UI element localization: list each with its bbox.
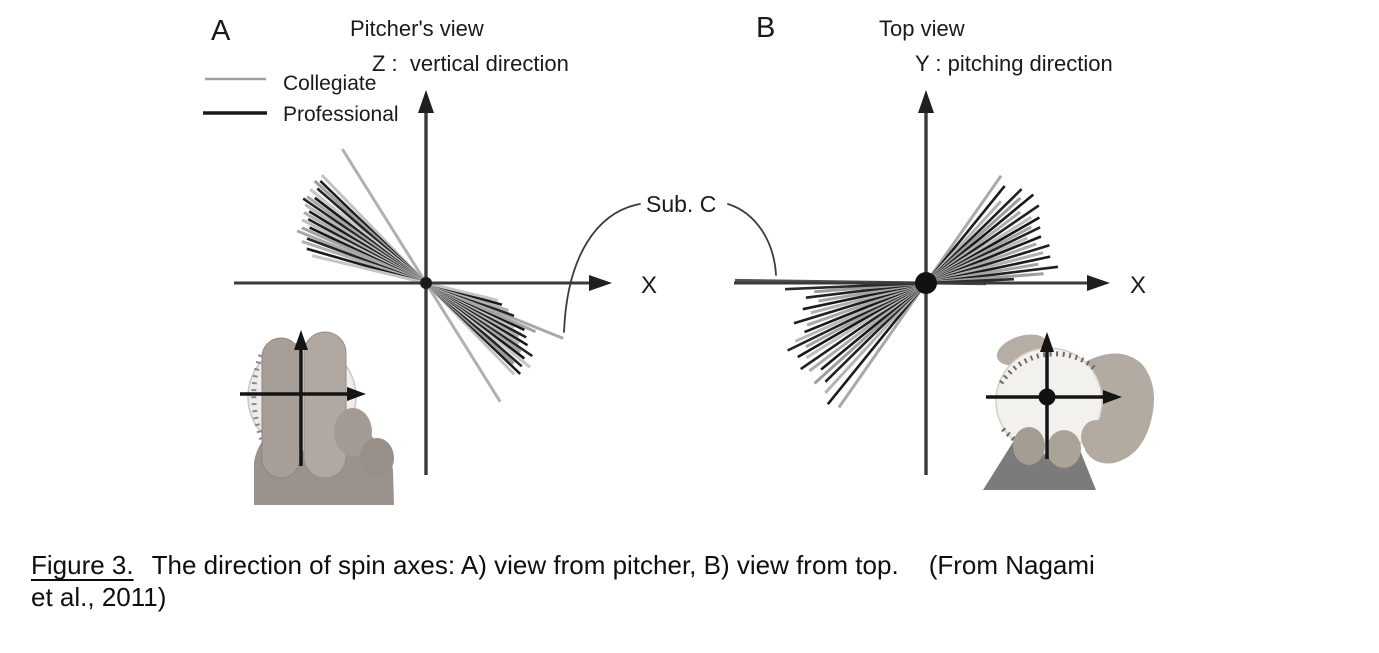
panel-b-label: B [756,12,775,44]
subc-leader-right [727,203,777,276]
ball-center-dot [1038,388,1056,406]
z-axis-arrow-icon [418,90,434,113]
fingertip-1 [1013,427,1045,465]
legend: Collegiate Professional [203,72,399,126]
panel-b-title: Top view [879,16,965,41]
caption-line-2: et al., 2011) [31,581,1366,613]
caption-source-line1: (From Nagami [928,550,1095,580]
figure-number-label: Figure 3. [31,550,134,580]
middle-finger [303,331,347,479]
legend-label-professional: Professional [283,103,399,126]
x-axis-arrow-icon [589,275,612,291]
fingertip-3 [1081,420,1111,454]
panel-a-label: A [211,15,231,47]
y-axis-arrow-icon [918,90,934,113]
index-finger [261,337,301,479]
x-axis-arrow-icon [1087,275,1110,291]
caption-line-1: Figure 3. The direction of spin axes: A) … [31,549,1366,581]
panel-a-vertical-axis-label: Z : vertical direction [372,51,569,76]
panel-a: A Pitcher's view Z : vertical direction … [203,15,657,505]
legend-label-collegiate: Collegiate [283,72,376,95]
ball-horizontal-arrow-icon [347,387,366,401]
panel-a-x-label: X [641,272,657,299]
subc-leader-left [563,203,641,333]
figure-canvas: A Pitcher's view Z : vertical direction … [203,12,1154,505]
outer-knuckle [360,438,394,478]
origin-dot-panel-b [915,272,937,294]
panel-b: B Top view Y : pitching direction X [734,12,1154,490]
caption-body-text: The direction of spin axes: A) view from… [151,550,899,580]
subc-label: Sub. C [646,191,716,217]
fingertip-2 [1047,430,1081,468]
panel-a-title: Pitcher's view [350,16,484,41]
origin-dot-panel-a [420,277,432,289]
ball-horizontal-arrow-icon [1103,390,1122,404]
hand-grip-photo-pitchers-view [240,330,394,505]
hand-grip-photo-top-view [983,332,1154,490]
caption-source-line2: et al., 2011) [31,582,167,612]
subc-annotation: Sub. C [563,191,777,333]
panel-b-x-label: X [1130,272,1146,299]
panel-b-vertical-axis-label: Y : pitching direction [915,51,1113,76]
ball-vertical-arrow-icon [1040,332,1054,352]
thumb-knuckle [334,408,372,456]
baseball-seam-left [251,354,265,441]
spin-axis-line-collegiate [311,254,499,302]
spin-axis-line-collegiate [341,148,502,403]
baseball-seam-top [998,351,1099,385]
figure-caption: Figure 3. The direction of spin axes: A) … [31,549,1366,613]
ball-vertical-arrow-icon [294,330,308,350]
